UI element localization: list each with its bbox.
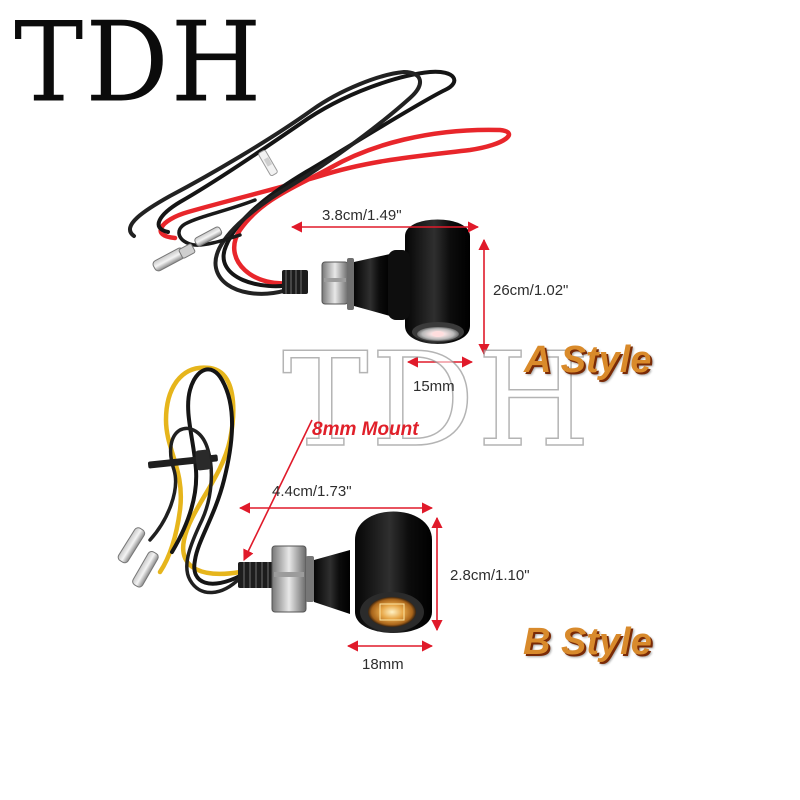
wire-connector [152, 226, 223, 272]
b-black-wire-2 [148, 426, 242, 595]
style-a-label: A Style [524, 339, 652, 381]
a-red-wire [158, 127, 512, 286]
a-width-label: 3.8cm/1.49" [322, 207, 402, 224]
turn-signal-light-a [282, 219, 470, 344]
zip-tie [147, 449, 218, 471]
dimension-lines [238, 221, 490, 652]
a-black-wire-3 [177, 198, 257, 247]
zip-tie [258, 149, 278, 177]
b-style-wires [148, 365, 243, 595]
watermark: TDH [281, 324, 593, 476]
b-black-wire-1 [170, 367, 242, 586]
a-lens-label: 15mm [413, 378, 455, 395]
turn-signal-light-b [238, 511, 432, 633]
brand-logo: TDH [14, 0, 264, 128]
wire-connector [117, 527, 159, 588]
mount-label: 8mm Mount [312, 419, 419, 440]
a-style-wires [128, 69, 512, 296]
b-lens-label: 18mm [362, 656, 404, 673]
b-height-label: 2.8cm/1.10" [450, 567, 530, 584]
a-height-label: 26cm/1.02" [493, 282, 569, 299]
mount-arrow [243, 419, 313, 562]
b-width-label: 4.4cm/1.73" [272, 483, 352, 500]
a-black-wire-2 [128, 69, 422, 296]
style-b-label: B Style [523, 621, 652, 663]
